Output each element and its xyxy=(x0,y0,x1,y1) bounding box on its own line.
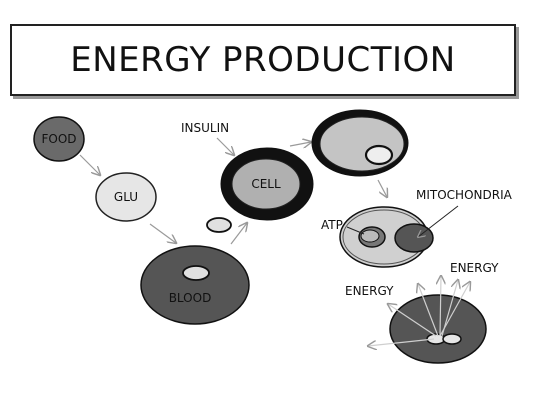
blood-label: BLOOD xyxy=(169,291,212,305)
pointer-mitochondria xyxy=(418,205,459,237)
arrow-glu-to-blood xyxy=(149,223,176,243)
blood-node: BLOOD xyxy=(140,245,250,325)
energy-release-cell xyxy=(389,294,487,364)
pointer-atp xyxy=(346,226,365,235)
cell-node: CELL xyxy=(220,147,314,221)
arrow-food-to-glu xyxy=(79,154,100,175)
energy-rays xyxy=(368,276,470,346)
mitochondria-label: MITOCHONDRIA xyxy=(416,188,513,202)
food-label: FOOD xyxy=(41,132,76,146)
atp-label: ATP xyxy=(321,218,343,232)
glu-node: GLU xyxy=(95,172,157,222)
mitochondria-organelle xyxy=(394,223,434,253)
cell-label: CELL xyxy=(251,177,281,191)
food-node: FOOD xyxy=(33,116,85,162)
page-title: ENERGY PRODUCTION xyxy=(70,40,456,80)
arrow-cell-to-glucose-cell xyxy=(289,142,311,146)
arrow-insulin-to-cell xyxy=(216,137,234,155)
cell-with-glucose xyxy=(311,109,409,177)
energy-label-right: ENERGY xyxy=(450,261,499,275)
arrow-to-mitochondria-cell xyxy=(377,179,387,197)
glu-label: GLU xyxy=(114,190,138,204)
glucose-molecule-free xyxy=(206,217,232,233)
title-box: ENERGY PRODUCTION xyxy=(10,24,516,96)
arrow-blood-to-cell xyxy=(230,223,247,245)
insulin-label: INSULIN xyxy=(181,121,229,135)
glucose-in-cell xyxy=(364,144,394,166)
mitochondria-cell xyxy=(339,206,434,268)
glucose-molecule xyxy=(182,265,210,281)
energy-label-left: ENERGY xyxy=(345,284,394,298)
